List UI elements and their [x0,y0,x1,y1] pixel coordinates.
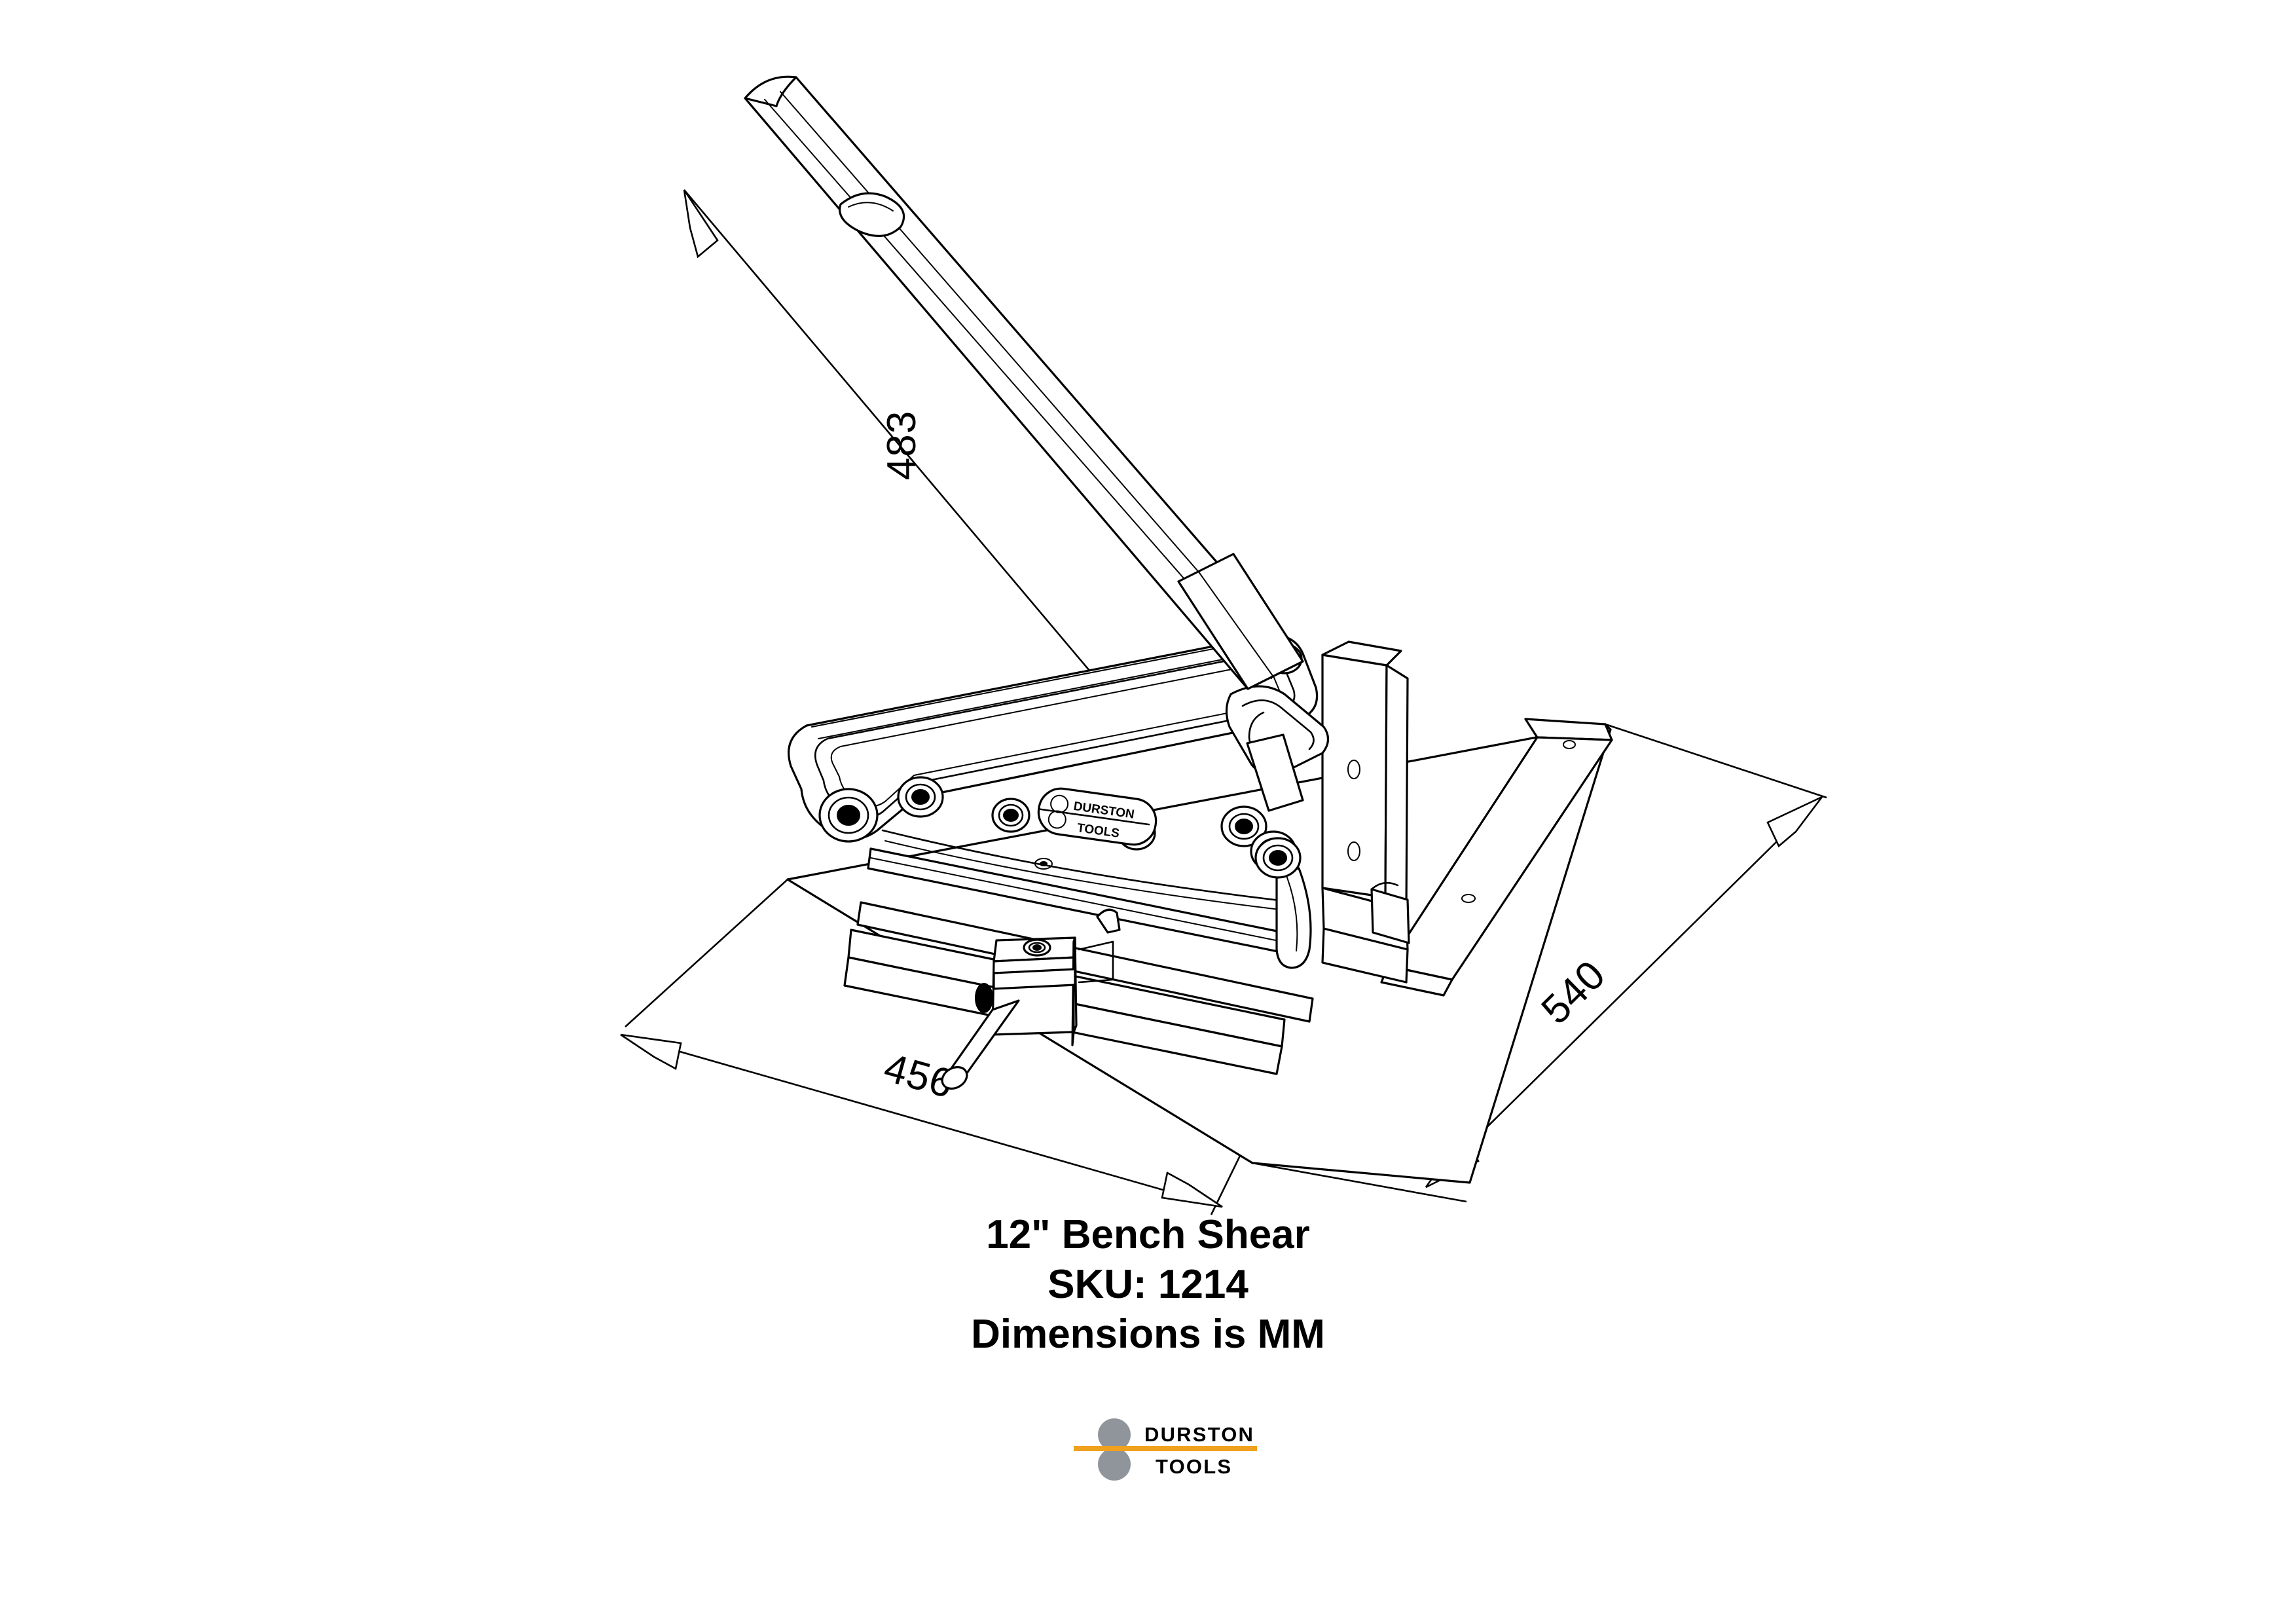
rail-bolt-hole-1 [1563,740,1576,749]
foot-block-notch [1370,888,1410,944]
arm-bolt-boss-4 [1220,805,1267,847]
arm-bolt-boss-1 [897,776,944,818]
dimension-540-arrowhead-top [1766,796,1823,848]
upright-top-cap [1321,640,1402,667]
arm-nameplate-badge: DURSTON TOOLS [1037,787,1157,846]
handle-sleeve-highlight [1197,570,1273,676]
linkage-knuckle-upper-relief [1241,699,1315,750]
handle-top-cap [744,75,797,107]
logo-orange-bar [1074,1446,1257,1451]
handle-stop-collar [839,192,905,237]
dimension-540-line [1425,796,1823,1188]
dimension-540-label: 540 [1533,951,1614,1033]
gauge-clamp-plate [993,968,1076,990]
upright-side-face [1384,664,1409,912]
arm-end-pivot-bolt [837,805,860,826]
moving-blade-edge-line [870,857,1302,946]
logo-text-tools: TOOLS [1156,1455,1232,1478]
gauge-thumbscrew [1023,938,1051,957]
dimension-483-line [683,189,1143,734]
shear-arm-top-ridge [811,638,1264,728]
upright-stanchion [1321,640,1410,984]
dimension-540-extension-top [1605,723,1827,799]
upright-hole-2 [1347,841,1360,861]
upright-hole-1 [1347,760,1360,779]
arm-end-pivot-bolt-socket [843,810,854,821]
arm-underside-contour-2 [884,840,1309,913]
dimension-483-arrowhead-top [683,189,719,259]
arm-bolt-boss-2 [991,798,1030,833]
logo-text-durston: DURSTON [1144,1423,1254,1446]
logo-svg: DURSTON TOOLS [1074,1418,1257,1481]
dimension-456-arrowhead-left [620,1033,682,1070]
rail-bolt-hole-2 [1461,894,1476,903]
return-lever [1275,867,1312,969]
bed-rail-clip [1096,908,1121,934]
shear-arm-top-ridge-2 [818,650,1267,739]
handle-lever [744,75,1304,690]
backstop-gauge-assembly [941,908,1121,1090]
arm-underside-contour [881,829,1309,905]
arm-end-pivot-ring [828,796,869,834]
dimension-540-extension-bottom [1252,1162,1467,1203]
foot-block-chamfer [1370,881,1399,891]
dimension-483-label: 483 [879,411,924,480]
badge-bar [1039,808,1150,826]
dimension-456-line [620,1033,1223,1208]
logo-roller-top-icon [1098,1418,1131,1451]
gauge-rear-bracket [1078,940,1114,984]
dimension-456-extension-left [625,879,788,1027]
durston-tools-logo: DURSTON TOOLS [1074,1407,1257,1492]
dimension-456-arrowhead-right [1161,1172,1223,1208]
fixed-blade [856,901,1314,1023]
return-lever-pivot [1254,837,1302,879]
foot-block-face [1321,927,1409,984]
gauge-stop-rod-end-cap [941,1066,968,1090]
return-lever-crease [1286,877,1298,951]
gauge-side-knob [975,983,993,1013]
linkage-connector-rod [1246,733,1304,812]
logo-roller-bottom-icon [1098,1448,1131,1481]
